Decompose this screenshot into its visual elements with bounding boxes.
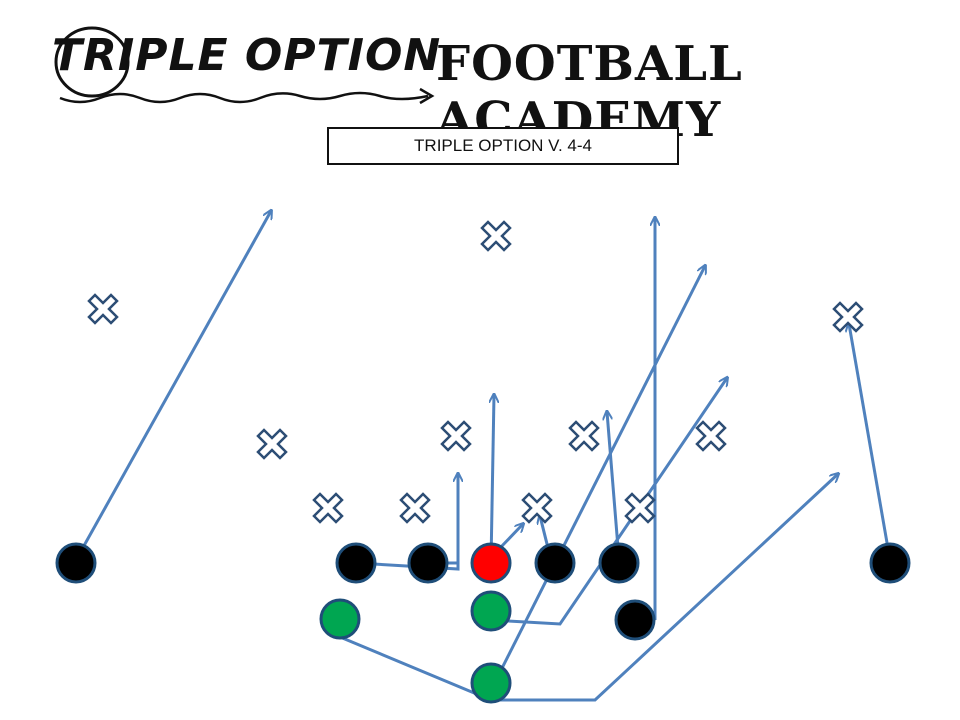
defender-x-icon [480, 220, 512, 252]
route-right-wr [849, 324, 892, 561]
offense-player-icon [335, 542, 377, 584]
route-left-tackle [355, 474, 458, 571]
offense-player-icon [407, 542, 449, 584]
defender-x-icon [399, 492, 431, 524]
offense-player-icon [614, 599, 656, 641]
defenders [87, 220, 864, 524]
route-center [491, 395, 494, 564]
back-player-icon [319, 598, 361, 640]
defender-x-icon [87, 293, 119, 325]
defender-x-icon [624, 492, 656, 524]
route-right-tackle [607, 412, 621, 561]
route-right-guard-step [498, 524, 523, 550]
defender-x-icon [256, 428, 288, 460]
defender-x-icon [440, 420, 472, 452]
offense-player-icon [598, 542, 640, 584]
defender-x-icon [695, 420, 727, 452]
defender-x-icon [312, 492, 344, 524]
play-title: TRIPLE OPTION V. 4-4 [327, 127, 679, 165]
offense-player-icon [55, 542, 97, 584]
route-left-slotback [339, 474, 838, 702]
center-player-icon [470, 542, 512, 584]
route-left-wr [74, 211, 271, 561]
back-player-icon [470, 590, 512, 632]
offense-player-icon [534, 542, 576, 584]
offense-player-icon [869, 542, 911, 584]
defender-x-icon [832, 301, 864, 333]
routes [74, 211, 892, 702]
defender-x-icon [568, 420, 600, 452]
back-player-icon [470, 662, 512, 704]
route-fullback [490, 378, 727, 626]
defender-x-icon [521, 492, 553, 524]
offense [55, 542, 911, 704]
route-qb [489, 266, 705, 691]
